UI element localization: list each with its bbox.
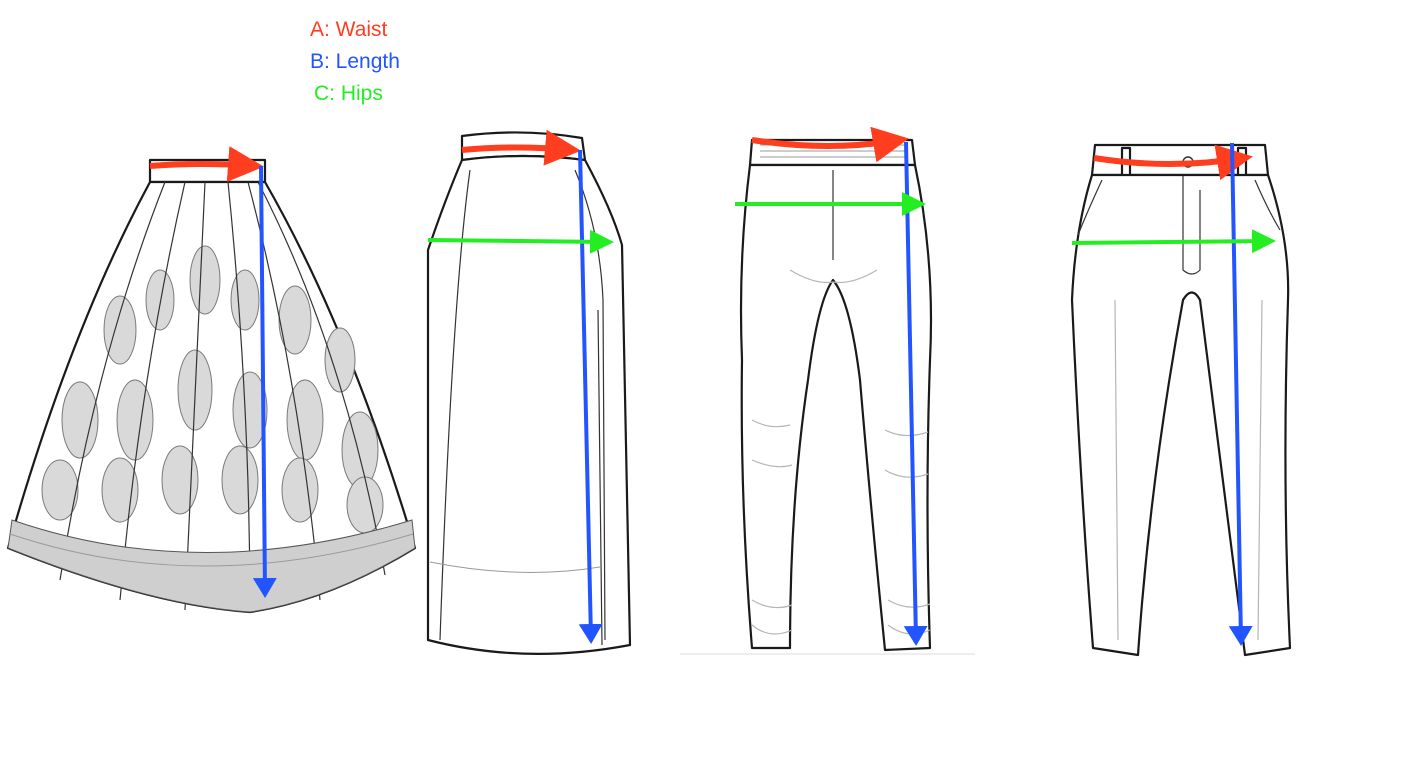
hips-arrows	[427, 192, 1276, 254]
pencil-skirt	[426, 131, 632, 655]
paisley-pattern	[41, 245, 384, 534]
hips-arrow-4	[1071, 229, 1276, 254]
pleated-skirt	[6, 158, 417, 614]
waist-arrow-2	[461, 129, 581, 166]
length-arrow-3	[903, 141, 928, 646]
hips-arrow-2	[427, 229, 614, 254]
legend-hips: C: Hips	[314, 82, 383, 105]
waist-arrows	[149, 126, 1253, 182]
legend-waist: A: Waist	[310, 18, 388, 41]
length-arrow-2	[578, 149, 603, 644]
elastic-waist-pants	[680, 138, 975, 655]
waist-arrow-1	[149, 146, 264, 182]
tailored-trousers	[1070, 143, 1292, 657]
length-arrows	[252, 141, 1253, 646]
pants-body	[739, 163, 933, 652]
length-arrow-4	[1228, 142, 1253, 646]
legend-length: B: Length	[310, 50, 400, 73]
length-arrow-1	[252, 165, 277, 598]
waist-arrow-3	[751, 126, 909, 163]
measurement-legend: A: Waist B: Length C: Hips	[310, 14, 400, 110]
waist-arrow-4	[1093, 144, 1253, 181]
trousers-body	[1070, 173, 1292, 657]
